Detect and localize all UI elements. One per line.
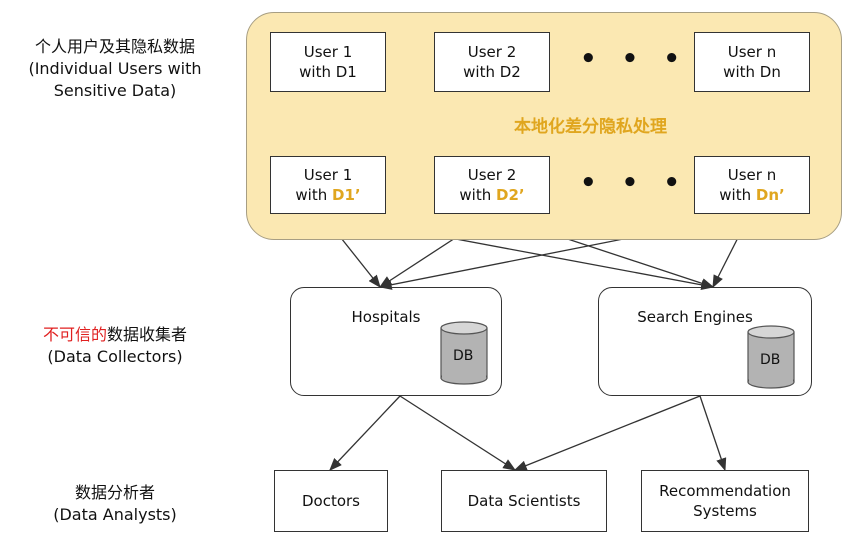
users-label: 个人用户及其隐私数据 (Individual Users with Sensit… bbox=[0, 36, 230, 102]
user-box-data: with D1 bbox=[299, 63, 357, 81]
user-box-2: User 2 with D2 bbox=[434, 32, 550, 92]
user-box-n: User n with Dn bbox=[694, 32, 810, 92]
analyst-data-scientists: Data Scientists bbox=[441, 470, 607, 532]
user-box-data: with D2’ bbox=[459, 185, 524, 205]
analysts-label-cn: 数据分析者 bbox=[74, 483, 155, 502]
user-box-name: User 2 bbox=[467, 166, 517, 184]
perturbed-data: D2’ bbox=[496, 186, 525, 204]
with-text: with bbox=[719, 186, 756, 204]
perturbed-user-box-2: User 2 with D2’ bbox=[434, 156, 550, 214]
edge-hospitals-scientists bbox=[399, 395, 517, 471]
db-hospitals bbox=[440, 321, 488, 385]
users-label-cn: 个人用户及其隐私数据 bbox=[34, 37, 195, 56]
collectors-label-cn: 不可信的数据收集者 bbox=[0, 324, 230, 346]
user-box-1: User 1 with D1 bbox=[270, 32, 386, 92]
user-box-name: User 1 bbox=[303, 166, 353, 184]
collectors-label-en: (Data Collectors) bbox=[47, 347, 183, 366]
collector-name: Hospitals bbox=[351, 308, 421, 326]
users-label-en-2: Sensitive Data) bbox=[53, 81, 177, 100]
user-box-data: with Dn bbox=[723, 63, 781, 81]
db-label-hospitals: DB bbox=[453, 348, 474, 364]
analyst-recommendation-systems: Recommendation Systems bbox=[641, 470, 809, 532]
ellipsis-bottom: • • • bbox=[580, 168, 688, 198]
with-text: with bbox=[459, 186, 496, 204]
user-box-data: with Dn’ bbox=[719, 185, 784, 205]
user-box-data: with D2 bbox=[463, 63, 521, 81]
ldp-process-label: 本地化差分隐私处理 bbox=[514, 117, 667, 137]
ellipsis-top: • • • bbox=[580, 44, 688, 74]
users-label-en-1: (Individual Users with bbox=[28, 59, 202, 78]
edge-search-scientists bbox=[513, 395, 701, 471]
perturbed-user-box-1: User 1 with D1’ bbox=[270, 156, 386, 214]
analyst-name: Data Scientists bbox=[467, 492, 581, 510]
user-box-name: User n bbox=[727, 166, 777, 184]
edge-search-recommendation bbox=[699, 395, 727, 472]
collectors-text: 数据收集者 bbox=[107, 325, 188, 344]
edge-hospitals-doctors bbox=[329, 395, 401, 471]
user-box-data: with D1’ bbox=[295, 185, 360, 205]
analyst-doctors: Doctors bbox=[274, 470, 388, 532]
collector-hospitals: Hospitals bbox=[290, 287, 502, 396]
analysts-label-en: (Data Analysts) bbox=[53, 505, 177, 524]
perturbed-data: D1’ bbox=[332, 186, 361, 204]
with-text: with bbox=[295, 186, 332, 204]
collector-name: Search Engines bbox=[637, 308, 753, 326]
user-box-name: User 2 bbox=[467, 43, 517, 61]
perturbed-user-box-n: User n with Dn’ bbox=[694, 156, 810, 214]
analyst-name: Doctors bbox=[301, 492, 360, 510]
user-box-name: User 1 bbox=[303, 43, 353, 61]
collector-search-engines: Search Engines bbox=[598, 287, 812, 396]
collector-to-analyst-lines bbox=[329, 395, 727, 472]
untrusted-text: 不可信的 bbox=[42, 325, 107, 344]
collectors-label: 不可信的数据收集者 (Data Collectors) bbox=[0, 324, 230, 368]
analyst-name-line2: Systems bbox=[693, 502, 757, 520]
perturbed-data: Dn’ bbox=[755, 186, 785, 204]
analyst-name: Recommendation bbox=[659, 482, 791, 500]
db-label-search: DB bbox=[760, 352, 781, 368]
db-search bbox=[747, 325, 795, 389]
user-box-name: User n bbox=[727, 43, 777, 61]
analysts-label: 数据分析者 (Data Analysts) bbox=[0, 482, 230, 526]
